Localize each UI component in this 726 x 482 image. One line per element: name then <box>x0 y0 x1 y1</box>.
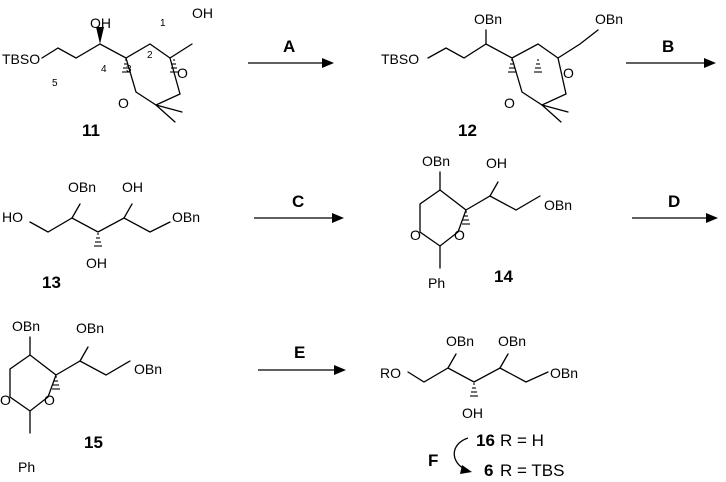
c16-oh-label: OH <box>462 405 483 421</box>
c15-obn-end-label: OBn <box>134 361 162 377</box>
c14-obn-ring-label: OBn <box>422 153 450 169</box>
compound-number-14: 14 <box>494 267 513 286</box>
c12-tbso-label: TBSO <box>381 51 419 67</box>
step-label-e: E <box>294 343 305 362</box>
c14-obn-end-label: OBn <box>544 197 572 213</box>
arrow-step-a: A <box>248 37 334 68</box>
compound-16: RO OBn OBn OBn OH <box>380 333 578 421</box>
c16-obn-2-label: OBn <box>498 333 526 349</box>
c12-obn-c4-label: OBn <box>474 11 502 27</box>
c14-ph-label: Ph <box>428 275 445 291</box>
c13-oh-top-label: OH <box>122 179 143 195</box>
c15-ring-o-left-label: O <box>0 392 11 408</box>
c13-obn-label: OBn <box>68 179 96 195</box>
c11-locant-3: 3 <box>126 64 132 75</box>
c16-ro-label: RO <box>380 365 401 381</box>
compound-number-6: 6 <box>484 461 493 480</box>
c16-obn-3-label: OBn <box>550 365 578 381</box>
c13-obn-end-label: OBn <box>172 209 200 225</box>
c11-locant-5: 5 <box>52 78 58 89</box>
step-label-d: D <box>668 192 680 211</box>
r-equals-h-label: R = H <box>500 431 544 450</box>
r-equals-tbs-label: R = TBS <box>500 461 564 480</box>
product-label-16: 16 R = H <box>476 431 544 450</box>
c11-dioxolane-o3-label: O <box>118 95 129 111</box>
arrow-step-d: D <box>632 192 718 223</box>
c11-locant-1: 1 <box>160 18 166 29</box>
c14-ring-o-right-label: O <box>454 227 465 243</box>
compound-11: TBSO OH OH O O 1 2 3 4 5 11 <box>2 5 213 140</box>
c13-oh-bottom-label: OH <box>86 255 107 271</box>
c14-ring-o-left-label: O <box>410 227 421 243</box>
compound-number-12: 12 <box>458 121 477 140</box>
compound-14: OBn OH OBn O O Ph 14 <box>410 153 572 291</box>
c11-oh-c4-label: OH <box>90 15 111 31</box>
compound-number-11: 11 <box>82 121 100 140</box>
c15-obn-mid-label: OBn <box>76 320 104 336</box>
c12-obn-c1-label: OBn <box>595 11 623 27</box>
arrow-step-f: F <box>428 437 472 474</box>
compound-15: OBn OBn OBn O O Ph 15 <box>0 318 162 475</box>
c12-dioxolane-o2-label: O <box>563 65 574 81</box>
c11-locant-2: 2 <box>147 50 153 61</box>
c14-oh-label: OH <box>486 155 507 171</box>
arrow-step-e: E <box>258 343 346 375</box>
compound-number-13: 13 <box>42 273 61 292</box>
compound-12: TBSO OBn OBn O O 12 <box>381 11 623 140</box>
step-label-f: F <box>428 451 438 470</box>
compound-number-15: 15 <box>84 433 103 452</box>
c11-dioxolane-o2-label: O <box>177 65 188 81</box>
product-label-6: 6 R = TBS <box>484 461 564 480</box>
c13-ho-label: HO <box>2 209 23 225</box>
c15-ring-o-right-label: O <box>44 392 55 408</box>
arrow-step-c: C <box>254 192 344 223</box>
arrow-step-b: B <box>626 37 716 68</box>
c11-locant-4: 4 <box>101 64 107 75</box>
compound-number-16: 16 <box>476 431 495 450</box>
step-label-b: B <box>662 37 674 56</box>
c11-oh-c1-label: OH <box>192 5 213 21</box>
step-label-c: C <box>292 192 304 211</box>
step-label-a: A <box>283 37 295 56</box>
c12-dioxolane-o3-label: O <box>504 95 515 111</box>
compound-13: HO OBn OH OH OBn 13 <box>2 179 200 292</box>
c11-tbso-label: TBSO <box>2 51 40 67</box>
c15-ph-label: Ph <box>18 459 35 475</box>
c16-obn-1-label: OBn <box>446 333 474 349</box>
c15-obn-ring-label: OBn <box>12 318 40 334</box>
